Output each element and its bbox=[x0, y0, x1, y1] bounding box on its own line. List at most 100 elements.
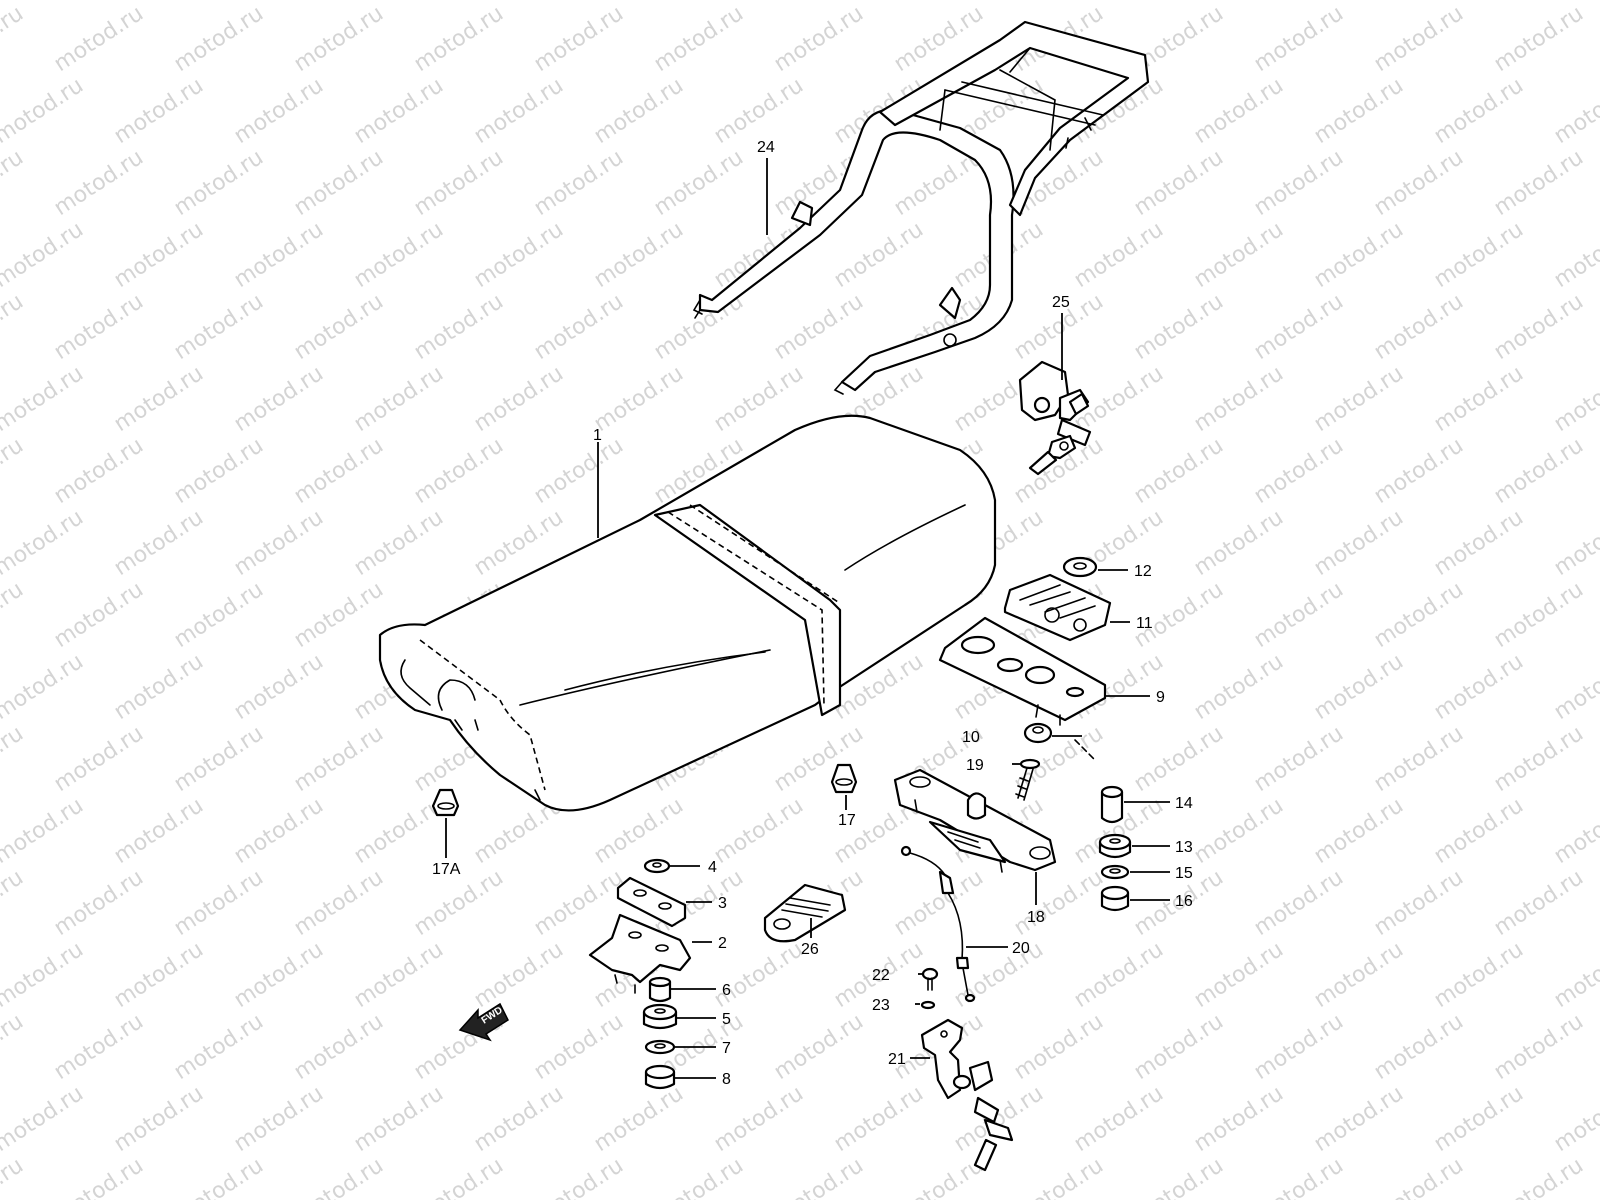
watermark-text: motod.ru bbox=[50, 577, 148, 653]
watermark-text: motod.ru bbox=[770, 289, 868, 365]
callout-17A: 17A bbox=[432, 861, 461, 878]
watermark-text: motod.ru bbox=[230, 937, 328, 1013]
watermark-text: motod.ru bbox=[290, 721, 388, 797]
watermark-text: motod.ru bbox=[1430, 1081, 1528, 1157]
watermark-text: motod.ru bbox=[950, 1081, 1048, 1157]
watermark-text: motod.ru bbox=[0, 1153, 28, 1200]
callout-1: 1 bbox=[593, 427, 602, 444]
watermark-text: motod.ru bbox=[470, 937, 568, 1013]
watermark-text: motod.ru bbox=[1250, 1153, 1348, 1200]
callout-20: 20 bbox=[1012, 940, 1030, 957]
watermark-text: motod.ru bbox=[290, 1153, 388, 1200]
watermark-text: motod.ru bbox=[530, 865, 628, 941]
watermark-text: motod.ru bbox=[830, 0, 928, 5]
callout-7: 7 bbox=[722, 1040, 731, 1057]
watermark-text: motod.ru bbox=[950, 0, 1048, 5]
callout-16: 16 bbox=[1175, 893, 1193, 910]
callout-9: 9 bbox=[1156, 689, 1165, 706]
watermark-text: motod.ru bbox=[1430, 505, 1528, 581]
watermark-text: motod.ru bbox=[410, 289, 508, 365]
watermark-text: motod.ru bbox=[1190, 73, 1288, 149]
watermark-text: motod.ru bbox=[1430, 361, 1528, 437]
watermark-text: motod.ru bbox=[1550, 73, 1600, 149]
watermark-text: motod.ru bbox=[1190, 1081, 1288, 1157]
watermark-text: motod.ru bbox=[1130, 721, 1228, 797]
watermark-text: motod.ru bbox=[1250, 289, 1348, 365]
watermark-text: motod.ru bbox=[830, 217, 928, 293]
callout-6: 6 bbox=[722, 982, 731, 999]
watermark-text: motod.ru bbox=[0, 1009, 28, 1085]
watermark-text: motod.ru bbox=[170, 145, 268, 221]
watermark-text: motod.ru bbox=[710, 793, 808, 869]
watermark-text: motod.ru bbox=[230, 1081, 328, 1157]
watermark-text: motod.ru bbox=[0, 649, 88, 725]
watermark-text: motod.ru bbox=[470, 73, 568, 149]
watermark-text: motod.ru bbox=[350, 505, 448, 581]
watermark-text: motod.ru bbox=[710, 361, 808, 437]
fwd-arrow-icon: FWD bbox=[458, 1002, 509, 1042]
watermark-text: motod.ru bbox=[0, 73, 88, 149]
watermark-text: motod.ru bbox=[1490, 145, 1588, 221]
watermark-text: motod.ru bbox=[1250, 865, 1348, 941]
watermark-text: motod.ru bbox=[1550, 505, 1600, 581]
watermark-text: motod.ru bbox=[290, 289, 388, 365]
part-17-stopper bbox=[830, 763, 858, 794]
part-13-cushion bbox=[1098, 833, 1132, 859]
watermark-text: motod.ru bbox=[0, 793, 88, 869]
watermark-text: motod.ru bbox=[1490, 577, 1588, 653]
watermark-text: motod.ru bbox=[530, 145, 628, 221]
watermark-text: motod.ru bbox=[650, 1, 748, 77]
watermark-text: motod.ru bbox=[110, 649, 208, 725]
watermark-text: motod.ru bbox=[770, 1009, 868, 1085]
watermark-text: motod.ru bbox=[1310, 649, 1408, 725]
watermark-text: motod.ru bbox=[50, 433, 148, 509]
watermark-text: motod.ru bbox=[830, 1081, 928, 1157]
watermark-text: motod.ru bbox=[1370, 433, 1468, 509]
watermark-text: motod.ru bbox=[1190, 217, 1288, 293]
watermark-text: motod.ru bbox=[290, 865, 388, 941]
watermark-text: motod.ru bbox=[1370, 577, 1468, 653]
callout-21: 21 bbox=[888, 1051, 906, 1068]
watermark-text: motod.ru bbox=[110, 937, 208, 1013]
part-12-washer bbox=[1062, 556, 1098, 578]
watermark-text: motod.ru bbox=[0, 721, 28, 797]
watermark-text: motod.ru bbox=[1370, 1009, 1468, 1085]
watermark-text: motod.ru bbox=[710, 73, 808, 149]
watermark-text: motod.ru bbox=[170, 1009, 268, 1085]
watermark-text: motod.ru bbox=[470, 217, 568, 293]
watermark-text: motod.ru bbox=[1250, 577, 1348, 653]
watermark-text: motod.ru bbox=[1010, 1153, 1108, 1200]
watermark-text: motod.ru bbox=[170, 865, 268, 941]
watermark-text: motod.ru bbox=[770, 1153, 868, 1200]
watermark-text: motod.ru bbox=[230, 505, 328, 581]
watermark-text: motod.ru bbox=[350, 361, 448, 437]
watermark-text: motod.ru bbox=[1010, 1009, 1108, 1085]
watermark-text: motod.ru bbox=[230, 73, 328, 149]
watermark-text: motod.ru bbox=[290, 433, 388, 509]
watermark-text: motod.ru bbox=[0, 577, 28, 653]
callout-11: 11 bbox=[1136, 615, 1153, 632]
callout-12: 12 bbox=[1134, 563, 1152, 580]
callout-3: 3 bbox=[718, 895, 727, 912]
watermark-text: motod.ru bbox=[0, 217, 88, 293]
callout-15: 15 bbox=[1175, 865, 1193, 882]
watermark-text: motod.ru bbox=[1310, 1081, 1408, 1157]
watermark-text: motod.ru bbox=[1310, 361, 1408, 437]
watermark-text: motod.ru bbox=[1310, 73, 1408, 149]
callout-25: 25 bbox=[1052, 294, 1070, 311]
part-10-cushion bbox=[1023, 722, 1053, 744]
callout-22: 22 bbox=[872, 967, 890, 984]
watermark-text: motod.ru bbox=[110, 793, 208, 869]
watermark-text: motod.ru bbox=[110, 1081, 208, 1157]
part-21-seat-lock bbox=[920, 1018, 1014, 1172]
watermark-text: motod.ru bbox=[1190, 361, 1288, 437]
watermark-text: motod.ru bbox=[110, 73, 208, 149]
callout-17: 17 bbox=[838, 812, 856, 829]
watermark-text: motod.ru bbox=[590, 793, 688, 869]
watermark-text: motod.ru bbox=[470, 1081, 568, 1157]
callout-13: 13 bbox=[1175, 839, 1193, 856]
watermark-text: motod.ru bbox=[530, 1153, 628, 1200]
watermark-text: motod.ru bbox=[1250, 1009, 1348, 1085]
watermark-text: motod.ru bbox=[1490, 721, 1588, 797]
